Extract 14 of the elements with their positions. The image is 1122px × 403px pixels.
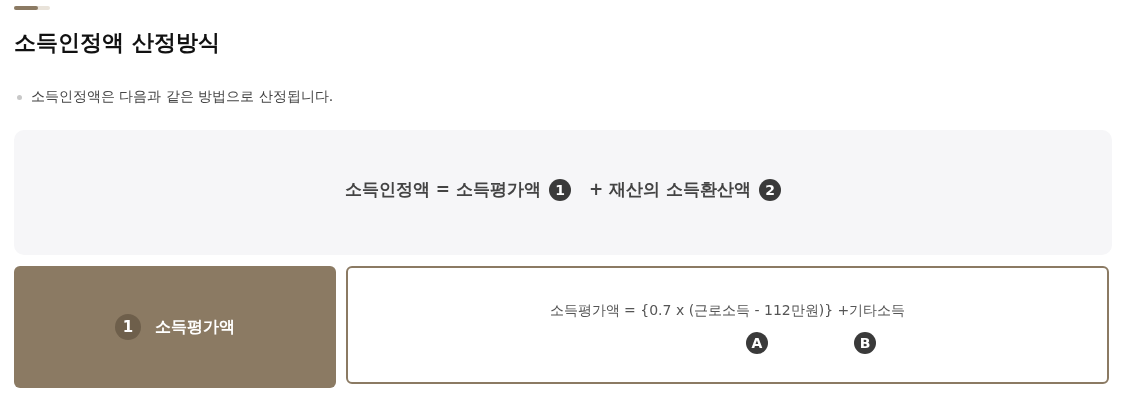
letter-badge: B <box>854 332 876 354</box>
page-title: 소득인정액 산정방식 <box>14 29 220 57</box>
description-text: 소득인정액은 다음과 같은 방법으로 산정됩니다. <box>31 88 334 106</box>
number-badge: 2 <box>759 178 782 201</box>
formula-card <box>346 266 1109 384</box>
formula-panel <box>14 130 1112 255</box>
number-badge: 1 <box>549 178 571 201</box>
formula-text: + 재산의 소득환산액 <box>589 178 752 201</box>
formula-text: 소득평가액 = {0.7 x (근로소득 - 112만원)} +기타소득 <box>549 302 906 318</box>
category-title: 소득평가액 <box>155 316 235 338</box>
formula-text: 소득인정액 = 소득평가액 <box>344 178 541 201</box>
category-card <box>14 266 336 388</box>
letter-badge: A <box>746 332 768 354</box>
number-badge: 1 <box>115 314 141 340</box>
